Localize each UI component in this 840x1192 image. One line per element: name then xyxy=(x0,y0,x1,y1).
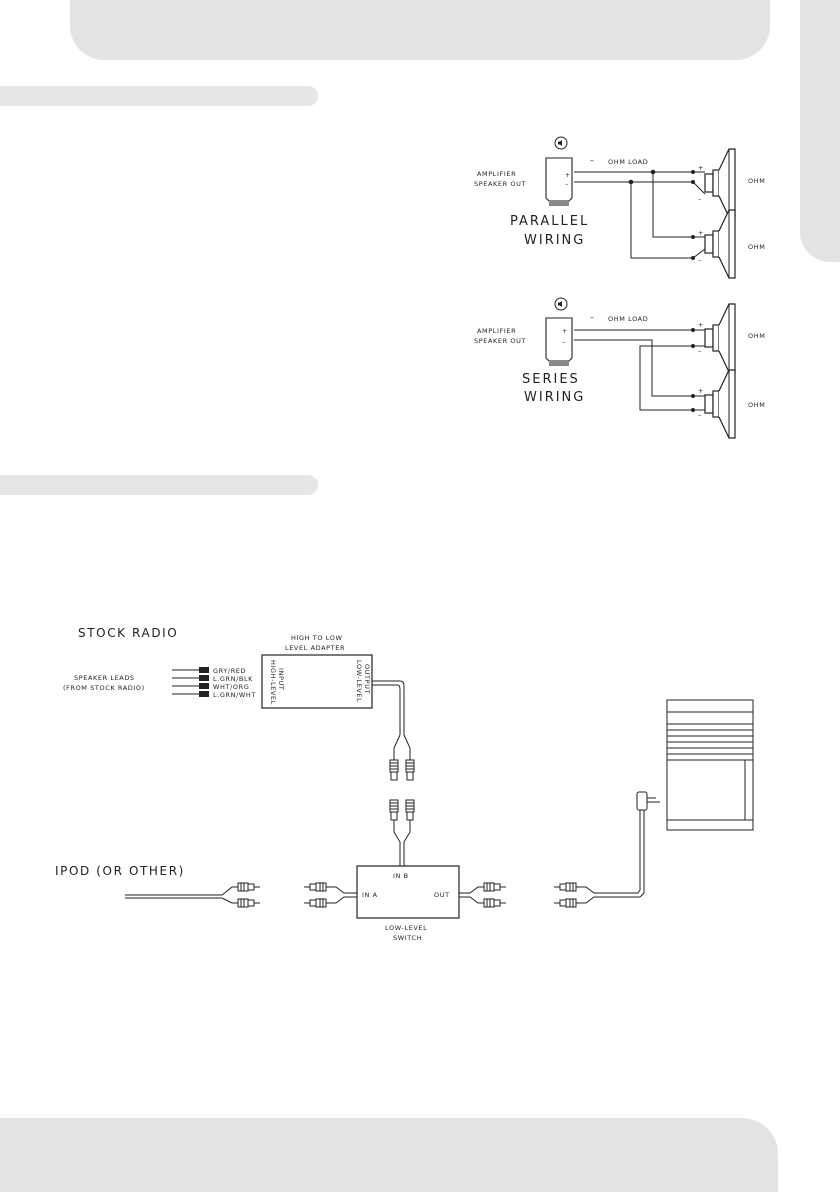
load-dash: – xyxy=(590,156,595,165)
speaker-symbol-icon xyxy=(554,136,568,150)
adapter-input-2: INPUT xyxy=(277,668,285,690)
section-bar-2 xyxy=(0,475,318,495)
spk1-plus: + xyxy=(698,164,704,172)
ipod-label: IPOD (OR OTHER) xyxy=(55,864,185,878)
parallel-title-2: WIRING xyxy=(524,233,585,248)
spk2-plus: + xyxy=(698,229,704,237)
amp-minus-sign: – xyxy=(565,180,569,188)
speaker-2-ohm: OHM xyxy=(748,243,765,251)
parallel-title-1: PARALLEL xyxy=(510,214,589,229)
amp-plus-sign: + xyxy=(562,327,568,335)
switch-in-b: IN B xyxy=(393,872,409,880)
load-label: OHM LOAD xyxy=(608,315,648,323)
speaker-1-icon xyxy=(704,303,736,373)
speaker-leads-label-2: (FROM STOCK RADIO) xyxy=(63,684,145,692)
speaker-2-ohm: OHM xyxy=(748,401,765,409)
switch-in-a: IN A xyxy=(362,891,378,899)
section-bar-1 xyxy=(0,86,318,106)
speaker-2-icon xyxy=(704,369,736,439)
adapter-box xyxy=(261,654,373,709)
speaker-symbol-icon xyxy=(554,297,568,311)
wire-label-1: GRY/RED xyxy=(213,667,246,675)
speaker-2-icon xyxy=(704,209,736,279)
series-title-2: WIRING xyxy=(524,390,585,405)
amp-label-1: AMPLIFIER xyxy=(477,170,516,178)
amplifier-terminal xyxy=(545,317,573,367)
series-diagram: + – AMPLIFIER SPEAKER OUT – OHM LOAD SER… xyxy=(474,297,765,439)
spk1-minus: – xyxy=(698,195,702,203)
spk1-plus: + xyxy=(698,321,704,329)
adapter-output-1: LOW-LEVEL xyxy=(355,660,363,702)
spk2-plus: + xyxy=(698,387,704,395)
load-dash: – xyxy=(590,313,595,322)
spk2-minus: – xyxy=(698,411,702,419)
amp-label-1: AMPLIFIER xyxy=(477,327,516,335)
stock-radio-label: STOCK RADIO xyxy=(78,626,178,640)
adapter-title-1: HIGH TO LOW xyxy=(291,634,342,642)
amp-minus-sign: – xyxy=(562,338,566,346)
switch-label-1: LOW-LEVEL xyxy=(385,924,427,932)
parallel-diagram: + – AMPLIFIER SPEAKER OUT – OHM LOAD PAR… xyxy=(474,136,765,279)
connection-diagram: STOCK RADIO SPEAKER LEADS (FROM STOCK RA… xyxy=(55,626,754,942)
header-band xyxy=(70,0,770,60)
speaker-1-ohm: OHM xyxy=(748,332,765,340)
amp-label-2: SPEAKER OUT xyxy=(474,337,526,345)
switch-out: OUT xyxy=(434,891,450,899)
speaker-leads-label-1: SPEAKER LEADS xyxy=(74,674,135,682)
adapter-output-2: OUTPUT xyxy=(363,664,371,694)
speaker-1-icon xyxy=(704,148,736,218)
spk2-minus: – xyxy=(698,256,702,264)
side-tab xyxy=(800,0,840,262)
switch-label-2: SWITCH xyxy=(393,934,422,942)
spk1-minus: – xyxy=(698,347,702,355)
adapter-input-1: HIGH-LEVEL xyxy=(269,660,277,705)
wire-label-3: WHT/ORG xyxy=(213,683,249,691)
amp-plus-sign: + xyxy=(565,171,571,179)
speaker-1-ohm: OHM xyxy=(748,177,765,185)
footer-band xyxy=(0,1118,778,1192)
amplifier-unit xyxy=(666,699,754,831)
wire-label-2: L.GRN/BLK xyxy=(213,675,253,683)
series-title-1: SERIES xyxy=(522,372,580,387)
switch-box xyxy=(356,865,460,919)
wire-label-4: L.GRN/WHT xyxy=(213,691,256,699)
amp-label-2: SPEAKER OUT xyxy=(474,180,526,188)
adapter-title-2: LEVEL ADAPTER xyxy=(285,644,345,652)
load-label: OHM LOAD xyxy=(608,158,648,166)
